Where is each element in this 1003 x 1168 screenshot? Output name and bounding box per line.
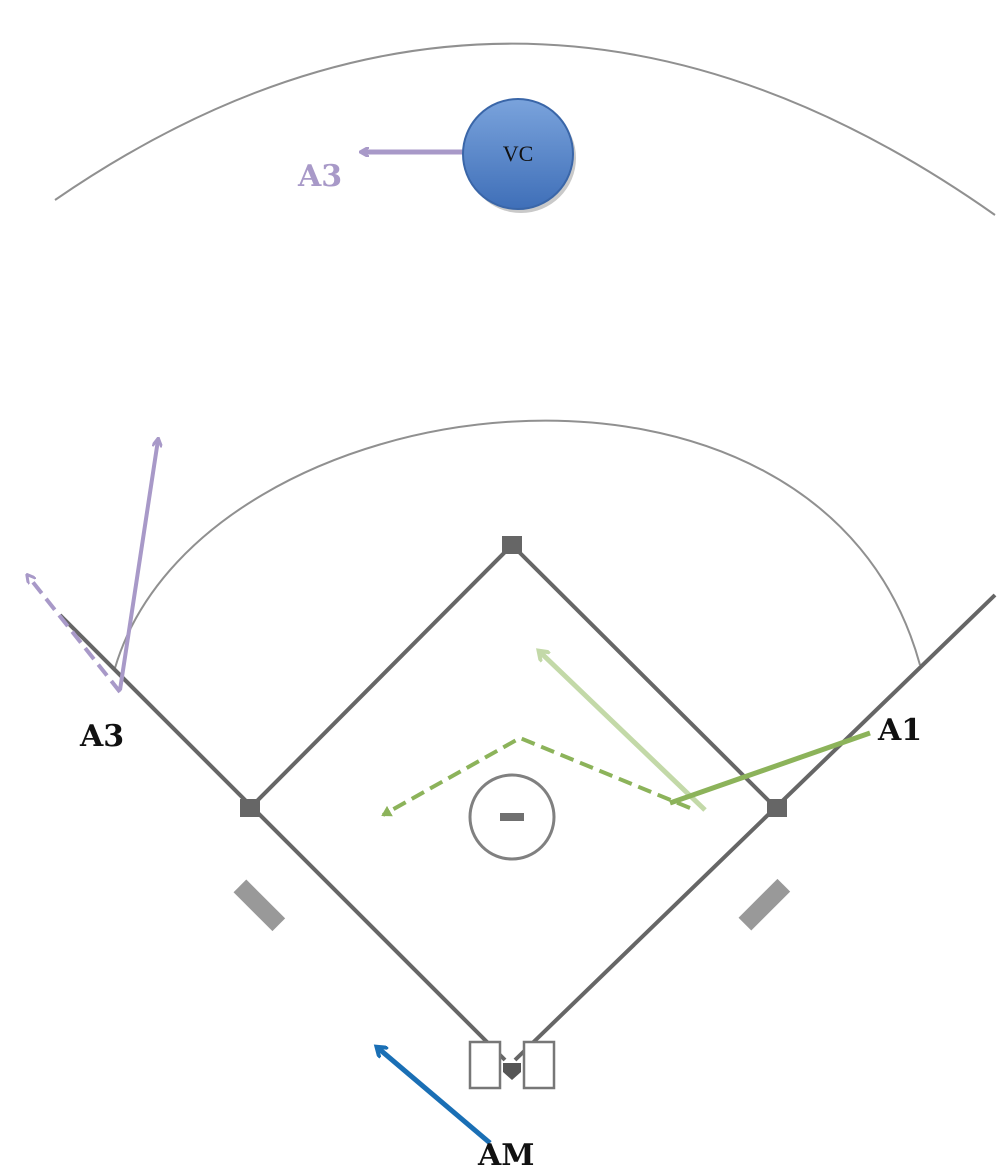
player-circle-vc-label: VC (503, 141, 534, 166)
umpire-label-a3-third: A3 (79, 719, 124, 754)
third-base (240, 799, 260, 817)
a1-solid-line (669, 730, 871, 806)
third-to-second-baseline (248, 543, 514, 810)
player-circle-vc (462, 98, 574, 210)
umpire-label-a1: A1 (877, 713, 922, 748)
left-batters-box (468, 1040, 502, 1090)
a3-dashed-arrow (28, 576, 122, 694)
right-batters-box (522, 1040, 556, 1090)
first-base-foul-line (513, 593, 997, 1062)
am-arrow (378, 1048, 492, 1145)
first-base (767, 799, 787, 817)
outfield-fence-arc (54, 42, 996, 216)
a1-light-arrow (540, 652, 707, 812)
a3-solid-arrow (118, 440, 158, 691)
pitchers-mound (468, 773, 556, 861)
third-base-coach-box (233, 879, 286, 932)
umpire-label-a3-outfield: A3 (297, 159, 342, 194)
pitchers-rubber (500, 813, 524, 821)
infield-arc (114, 419, 921, 669)
second-base (502, 536, 522, 554)
umpire-label-am: AM (477, 1138, 534, 1168)
first-base-coach-box (738, 878, 791, 931)
second-to-first-baseline (510, 543, 778, 810)
third-base-foul-line (58, 613, 507, 1062)
home-plate (503, 1063, 521, 1080)
